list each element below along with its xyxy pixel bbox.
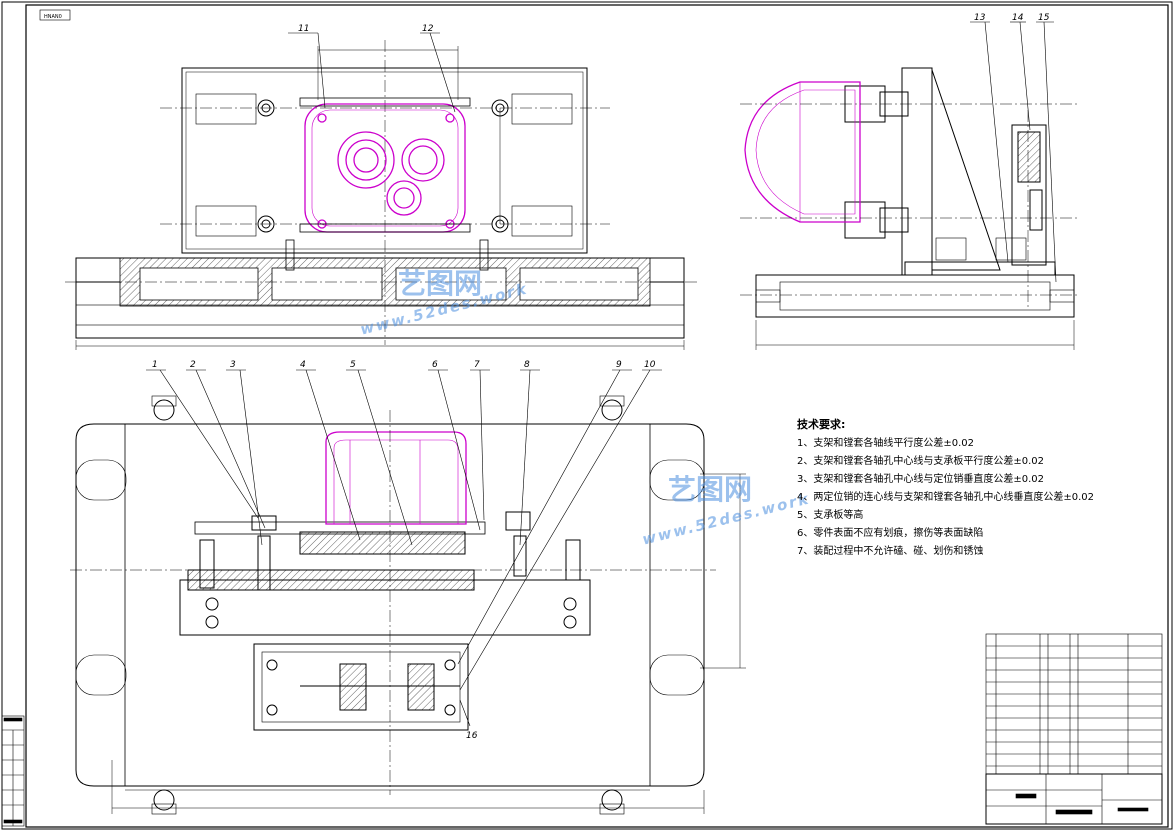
corner-label-box — [39, 9, 71, 21]
technical-requirement-3: 3、支架和镗套各轴孔中心线与定位销垂直度公差±0.02 — [797, 474, 1045, 485]
side-view-centerlines — [740, 103, 1080, 310]
technical-requirement-1: 1、支架和镗套各轴线平行度公差±0.02 — [797, 438, 975, 449]
callout-15: 15 — [1038, 13, 1050, 23]
technical-requirement-4: 4、两定位销的连心线与支架和镗套各轴孔中心线垂直度公差±0.02 — [797, 492, 1095, 503]
gearbox-housing-front — [304, 103, 466, 233]
front-view-dimensions — [75, 46, 685, 350]
plan-view-housing — [325, 431, 467, 525]
front-view-callout-leaders — [288, 32, 456, 113]
left-margin-table — [1, 715, 25, 827]
plan-view-centerlines — [70, 410, 716, 795]
technical-requirements-title: 技术要求: — [797, 418, 846, 431]
callout-11: 11 — [298, 24, 309, 34]
bill-of-materials — [985, 633, 1163, 825]
sheet-corner-label: HNAN0 — [44, 14, 62, 20]
plan-view — [75, 395, 705, 815]
callout-4: 4 — [300, 360, 306, 370]
callout-16: 16 — [466, 731, 478, 741]
callout-1: 1 — [152, 360, 158, 370]
technical-requirement-2: 2、支架和镗套各轴孔中心线与支承板平行度公差±0.02 — [797, 456, 1045, 467]
callout-9: 9 — [616, 360, 622, 370]
side-view — [755, 67, 1075, 318]
watermark-2-cn: 艺图网 — [668, 473, 753, 506]
callout-7: 7 — [474, 360, 480, 370]
front-view — [75, 67, 685, 339]
callout-12: 12 — [422, 24, 434, 34]
callout-6: 6 — [432, 360, 438, 370]
side-view-dimensions — [755, 320, 1075, 350]
callout-8: 8 — [524, 360, 530, 370]
side-view-housing — [744, 81, 861, 223]
technical-requirement-6: 6、零件表面不应有划痕，擦伤等表面缺陷 — [797, 528, 984, 539]
callout-13: 13 — [974, 13, 986, 23]
technical-requirement-7: 7、装配过程中不允许磕、碰、划伤和锈蚀 — [797, 546, 984, 557]
callout-5: 5 — [350, 360, 356, 370]
callout-3: 3 — [230, 360, 236, 370]
callout-2: 2 — [190, 360, 196, 370]
plan-view-callout-leaders — [146, 369, 662, 727]
side-view-callout-leaders — [970, 21, 1057, 283]
watermark-1-cn: 艺图网 — [398, 267, 483, 300]
front-view-clamps — [285, 97, 489, 271]
callout-10: 10 — [644, 360, 656, 370]
plan-view-dimensions — [111, 473, 746, 814]
callout-14: 14 — [1012, 13, 1024, 23]
technical-requirement-5: 5、支承板等高 — [797, 510, 864, 521]
